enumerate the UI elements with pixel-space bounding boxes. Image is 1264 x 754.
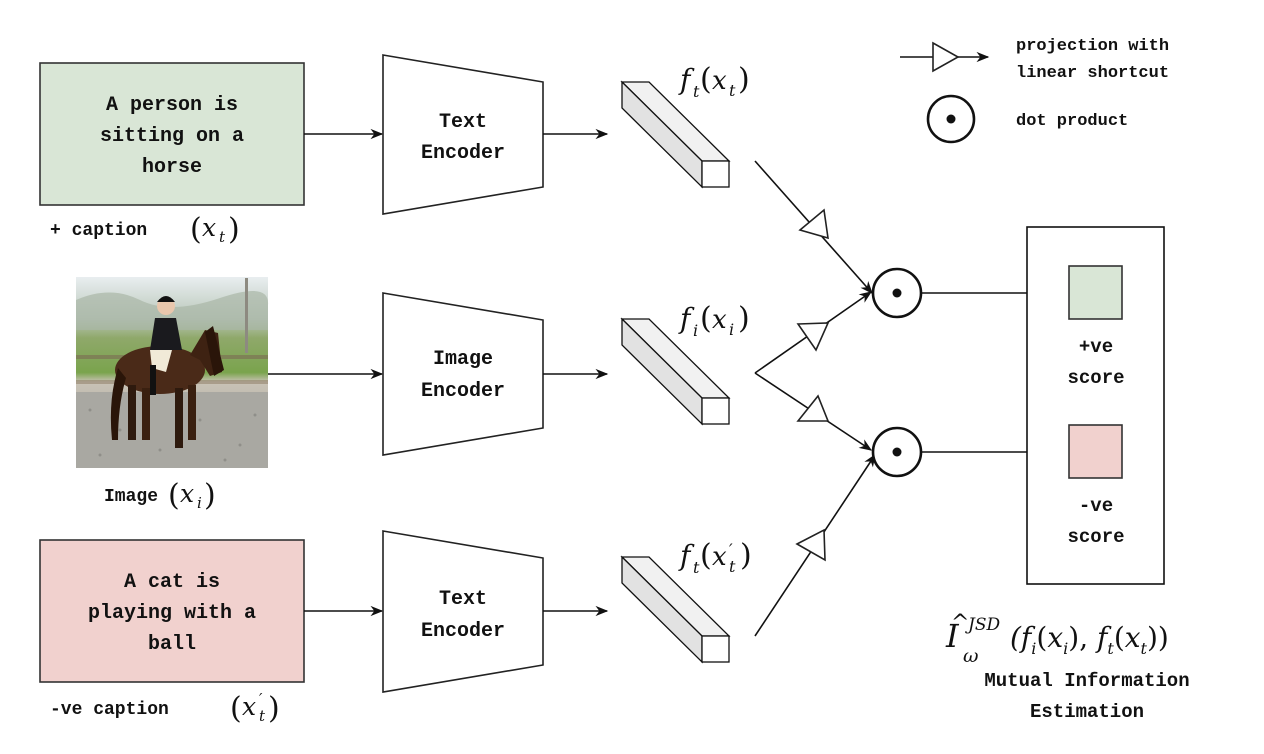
legend: projection with linear shortcut dot prod…: [900, 37, 1169, 144]
positive-caption-box: A person is sitting on a horse: [39, 62, 305, 206]
image-encoder: Image Encoder: [382, 292, 544, 456]
math-var: x: [202, 213, 216, 242]
encoder-label: Text: [439, 111, 487, 134]
paren-open: (: [190, 212, 202, 247]
positive-caption-rect: [39, 62, 305, 206]
projection-top-to-dot1: [754, 160, 873, 294]
math-sup: JSD: [965, 615, 1000, 635]
encoder-label: Text: [439, 588, 487, 611]
math-sub: i: [729, 320, 734, 339]
paren-close: ): [740, 538, 752, 573]
feature-vector-middle: [620, 317, 731, 426]
legend-projection-label-2: linear shortcut: [1016, 64, 1169, 83]
math-sub: t: [259, 707, 266, 725]
paren-open: (: [700, 538, 712, 573]
math-var: x: [712, 542, 727, 572]
math-sub: t: [219, 228, 226, 246]
math-sub: t: [693, 82, 700, 101]
projection-middle-to-dot2: [754, 372, 873, 451]
math-prime: ′: [729, 540, 733, 559]
feature-vector-bottom: [620, 555, 731, 664]
feature-label-middle: f i ( x i ): [678, 301, 750, 340]
negative-caption-line: playing with a: [88, 602, 256, 625]
encoder-label: Encoder: [421, 380, 505, 403]
image-label: Image ( x i ): [104, 478, 216, 513]
math-var: I: [945, 617, 960, 655]
math-var: x: [180, 479, 194, 508]
score-panel: +ve score -ve score: [1026, 226, 1165, 585]
legend-dot-label: dot product: [1016, 112, 1128, 131]
paren-open: (: [700, 62, 712, 97]
input-image: [76, 277, 269, 468]
estimator-title: Mutual Information: [984, 670, 1189, 692]
paren-close: ): [204, 478, 216, 513]
positive-score-label: +ve: [1079, 336, 1113, 358]
math-args: (fi(xi), ft(xt)): [1010, 621, 1169, 658]
positive-caption-line: horse: [142, 156, 202, 179]
paren-open: (: [168, 478, 180, 513]
math-var: x: [712, 305, 727, 335]
math-sub: ω: [963, 645, 979, 667]
math-var: x: [242, 692, 256, 721]
math-sub: i: [693, 321, 698, 340]
projection-middle-to-dot1: [754, 291, 873, 374]
math-sub: t: [729, 81, 736, 100]
math-var: x: [712, 66, 727, 96]
paren-open: (: [230, 691, 242, 726]
text-encoder-top: Text Encoder: [382, 54, 544, 215]
negative-caption-label: -ve caption ( x ′ t ): [50, 690, 280, 726]
dot-product-negative: [871, 426, 923, 478]
legend-projection-label-1: projection with: [1016, 37, 1169, 56]
math-sub: t: [729, 557, 736, 576]
paren-close: ): [228, 212, 240, 247]
mi-estimator-formula: I ^ JSD ω (fi(xi), ft(xt)) Mutual Inform…: [945, 611, 1190, 723]
triangle-arrow-icon: [900, 41, 990, 73]
feature-label-bottom: f t ( x ′ t ): [678, 538, 752, 577]
positive-score-label: score: [1067, 367, 1124, 389]
negative-score-label: -ve: [1079, 495, 1113, 517]
encoder-label: Encoder: [421, 620, 505, 643]
circled-dot-icon: [926, 94, 976, 144]
projection-bottom-to-dot2: [754, 453, 876, 637]
paren-close: ): [738, 62, 750, 97]
encoder-label: Image: [433, 348, 493, 371]
math-sub: t: [693, 558, 700, 577]
dot-product-positive: [871, 267, 923, 319]
paren-open: (: [700, 301, 712, 336]
negative-caption-line: A cat is: [124, 571, 220, 594]
negative-caption-line: ball: [148, 633, 196, 656]
positive-caption-line: sitting on a: [100, 125, 244, 148]
encoder-label: Encoder: [421, 142, 505, 165]
positive-caption-label: + caption ( x t ): [50, 212, 240, 247]
feature-label-top: f t ( x t ): [678, 62, 750, 101]
feature-vector-top: [620, 80, 731, 189]
negative-caption-label-text: -ve caption: [50, 700, 169, 720]
positive-score-square: [1068, 265, 1123, 320]
estimator-title: Estimation: [1030, 701, 1144, 723]
positive-caption-label-text: + caption: [50, 221, 147, 241]
negative-caption-box: A cat is playing with a ball: [39, 539, 305, 683]
negative-caption-rect: [39, 539, 305, 683]
negative-score-label: score: [1067, 526, 1124, 548]
paren-close: ): [738, 301, 750, 336]
image-label-text: Image: [104, 487, 158, 507]
paren-close: ): [268, 691, 280, 726]
negative-score-square: [1068, 424, 1123, 479]
math-sub: i: [197, 494, 202, 512]
positive-caption-line: A person is: [106, 94, 238, 117]
math-hat: ^: [951, 611, 969, 636]
text-encoder-bottom: Text Encoder: [382, 530, 544, 693]
math-prime: ′: [259, 690, 263, 708]
